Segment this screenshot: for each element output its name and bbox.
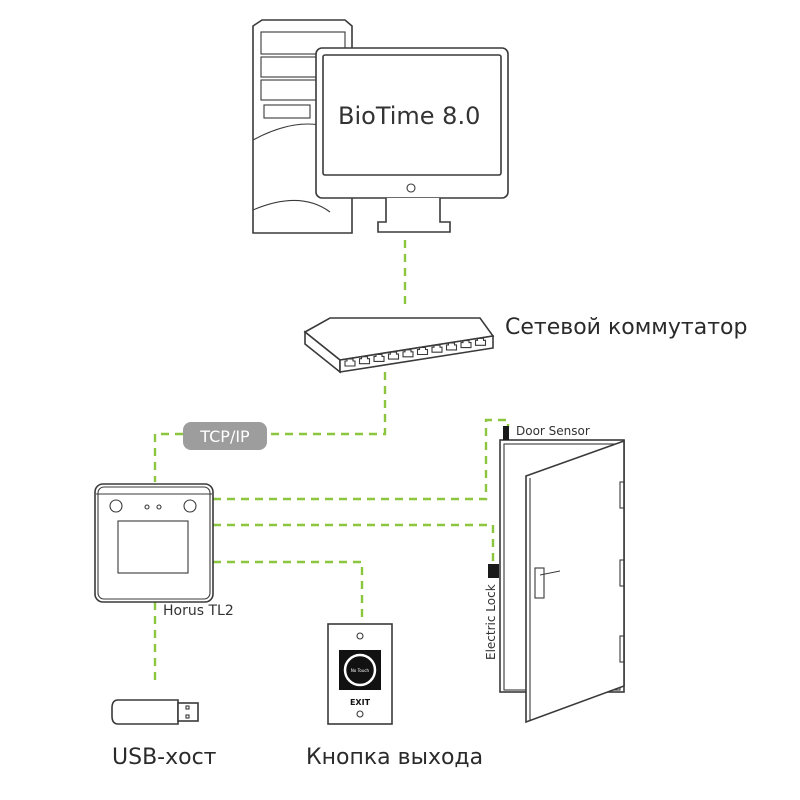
- door-handle-plate: [534, 567, 545, 599]
- exit-button-icon: No Touch EXIT: [327, 623, 393, 725]
- camera-right-icon: [183, 499, 197, 513]
- software-label: BioTime 8.0: [338, 102, 481, 130]
- usb-dongle-icon: [111, 699, 199, 725]
- electric-lock-label: Electric Lock: [484, 584, 498, 660]
- door-sensor-label: Door Sensor: [516, 424, 590, 438]
- switch-port-icon: [402, 349, 414, 358]
- switch-to-terminal-line: [153, 372, 387, 482]
- door-sensor-icon: [503, 426, 509, 440]
- no-touch-text: No Touch: [351, 668, 370, 673]
- switch-port-icon: [358, 356, 371, 365]
- exit-text: EXIT: [350, 698, 371, 707]
- network-switch-icon: [303, 317, 495, 374]
- electric-lock-icon: [488, 564, 499, 578]
- exit-button-line: [213, 560, 364, 620]
- door-handle-icon: [539, 570, 561, 576]
- monitor-icon: [315, 47, 509, 233]
- door-sensor-line: [213, 418, 510, 501]
- switch-label: Сетевой коммутатор: [505, 315, 748, 340]
- door-icon: [488, 426, 625, 724]
- switch-port-icon: [373, 353, 385, 362]
- terminal-label: Horus TL2: [163, 603, 234, 619]
- usb-label-suffix: хост: [165, 745, 217, 770]
- switch-port-icon: [416, 346, 429, 356]
- usb-label-prefix: USB-: [112, 745, 166, 770]
- switch-port-icon: [474, 337, 487, 346]
- usb-host-label: USB-хост: [112, 745, 217, 770]
- switch-port-icon: [460, 340, 472, 349]
- connections: [153, 240, 510, 686]
- electric-lock-line: [213, 523, 495, 564]
- switch-port-icon: [344, 358, 356, 367]
- camera-left-icon: [109, 499, 123, 513]
- tcp-ip-badge: TCP/IP: [183, 422, 267, 450]
- switch-port-icon: [387, 351, 400, 360]
- horus-terminal-icon: [94, 483, 214, 603]
- switch-port-icon: [445, 342, 458, 351]
- switch-port-icon: [431, 344, 443, 353]
- exit-button-label: Кнопка выхода: [306, 745, 484, 770]
- switch-ports: [344, 337, 487, 367]
- terminal-screen: [117, 520, 189, 574]
